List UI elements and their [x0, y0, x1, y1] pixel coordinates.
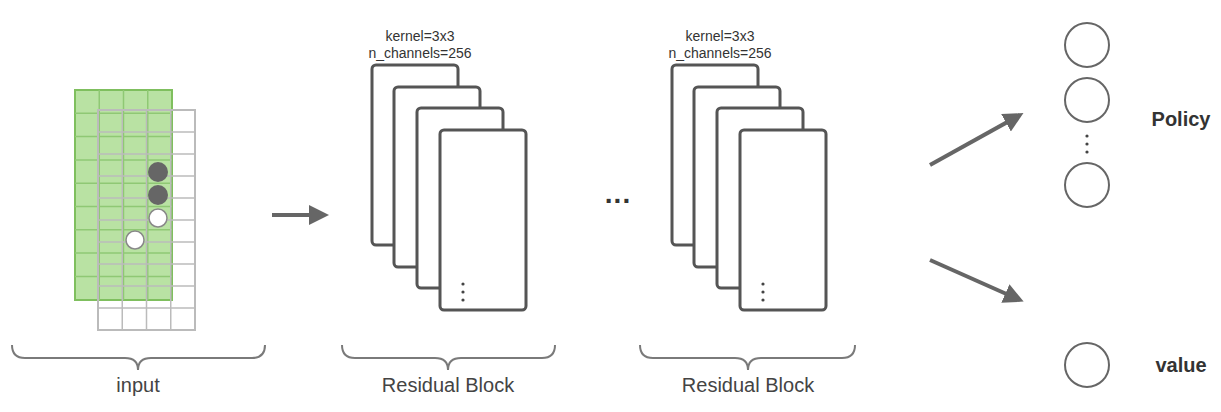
bracket	[640, 345, 855, 370]
continuation-mark: ...	[605, 178, 631, 210]
flow-arrow	[930, 115, 1020, 165]
value-head: value	[1020, 295, 1212, 400]
layer-spec: kernel=3x3 n_channels=256	[360, 28, 480, 62]
residual-block: kernel=3x3 n_channels=256Residual Block	[325, 25, 560, 320]
policy-head: Policy	[1020, 15, 1212, 225]
output-label: value	[1155, 354, 1206, 377]
residual-block: kernel=3x3 n_channels=256Residual Block	[630, 25, 930, 320]
group-label: Residual Block	[682, 374, 814, 397]
group-label: input	[116, 374, 159, 397]
flow-arrow	[272, 213, 325, 217]
bracket	[342, 345, 555, 370]
input-planes: input	[60, 85, 272, 335]
output-label: Policy	[1152, 108, 1211, 131]
layer-spec: kernel=3x3 n_channels=256	[660, 28, 780, 62]
bracket	[12, 345, 265, 370]
group-label: Residual Block	[382, 374, 514, 397]
flow-arrow	[930, 260, 1020, 300]
